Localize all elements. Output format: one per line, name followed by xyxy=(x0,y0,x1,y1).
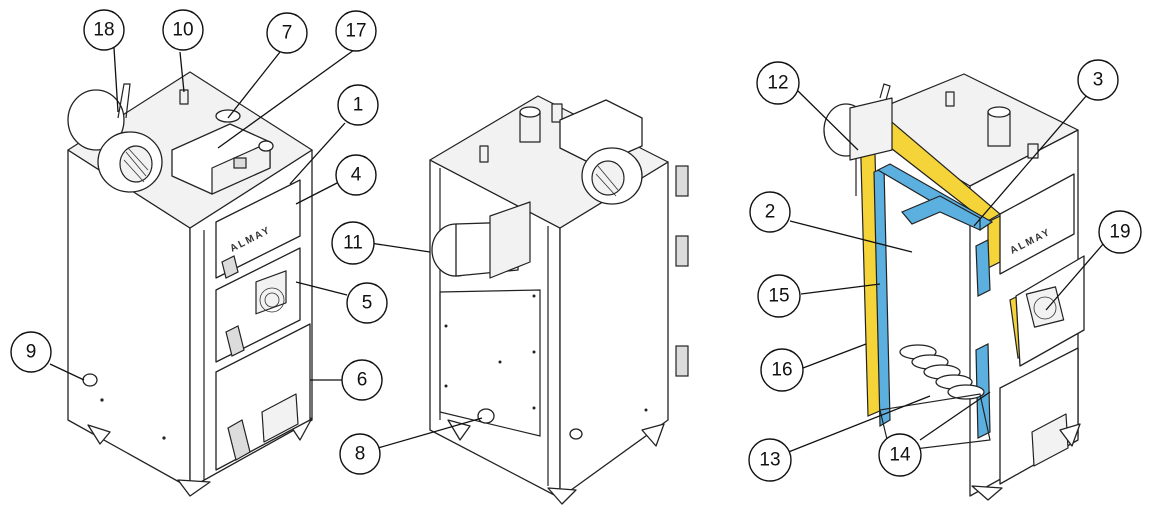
drain-pipe xyxy=(569,428,583,440)
callout-4: 4 xyxy=(335,154,377,196)
callout-8: 8 xyxy=(339,433,381,475)
callout-19: 19 xyxy=(1098,210,1142,254)
svg-text:11: 11 xyxy=(343,233,363,254)
cutaway-pipe-small xyxy=(945,91,955,107)
cutaway-ash-flap xyxy=(1031,413,1069,467)
callout-16: 16 xyxy=(760,348,804,392)
lower-door-handle xyxy=(227,419,251,461)
callout-18: 18 xyxy=(83,9,125,51)
rear-leg-right xyxy=(641,423,665,447)
callout-9: 9 xyxy=(10,331,52,373)
flue-box xyxy=(489,201,531,279)
svg-text:16: 16 xyxy=(771,360,792,381)
flow-outlet xyxy=(258,140,274,152)
rear-leg-left xyxy=(447,419,471,441)
svg-text:19: 19 xyxy=(1109,222,1130,243)
callout-3: 3 xyxy=(1077,59,1119,101)
svg-text:17: 17 xyxy=(345,21,366,42)
svg-text:10: 10 xyxy=(172,20,193,41)
svg-text:9: 9 xyxy=(26,342,37,363)
leg-left xyxy=(87,424,111,445)
svg-text:8: 8 xyxy=(355,444,366,465)
middle-door-handle xyxy=(225,325,245,357)
callout-12: 12 xyxy=(756,61,800,105)
cutaway-leg xyxy=(971,485,1003,501)
svg-text:1: 1 xyxy=(353,95,364,116)
rear-handle-1 xyxy=(675,165,689,197)
callout-5: 5 xyxy=(346,282,388,324)
callout-14: 14 xyxy=(878,433,922,477)
leg-front xyxy=(177,479,211,497)
controller-display xyxy=(233,157,247,169)
rear-pipe-left xyxy=(479,145,489,163)
cutaway-pipe-right xyxy=(1027,143,1039,159)
blower-housing xyxy=(67,89,125,151)
safety-pipe xyxy=(117,83,131,119)
boiler-cutaway-view: ALMAY xyxy=(823,73,1085,501)
return-pipe-8 xyxy=(477,408,495,424)
callout-17: 17 xyxy=(335,10,377,52)
callout-15: 15 xyxy=(757,274,801,318)
cutaway-fan-grille-icon xyxy=(1025,286,1065,328)
water-jacket-baffle xyxy=(901,195,981,231)
upper-door-handle xyxy=(221,255,239,279)
svg-text:7: 7 xyxy=(282,23,293,44)
rear-cleaning-plate xyxy=(439,289,541,437)
cutaway-upper-door xyxy=(999,173,1075,275)
callout-2: 2 xyxy=(749,191,791,233)
callout-6: 6 xyxy=(341,359,383,401)
callout-11: 11 xyxy=(331,221,375,265)
svg-text:3: 3 xyxy=(1093,70,1104,91)
svg-text:6: 6 xyxy=(357,370,368,391)
boiler-front-view: ALMAY xyxy=(67,71,313,497)
return-pipe-9 xyxy=(82,373,98,387)
callout-7: 7 xyxy=(266,12,308,54)
svg-text:12: 12 xyxy=(767,73,788,94)
callout-1: 1 xyxy=(337,84,379,126)
svg-text:13: 13 xyxy=(759,450,780,471)
leader-lines xyxy=(49,47,1105,454)
boiler-rear-view xyxy=(429,95,689,505)
rear-handle-2 xyxy=(675,235,689,267)
grate-bars xyxy=(899,344,985,400)
water-jacket-front-upper xyxy=(975,239,991,297)
rear-pipe-small xyxy=(551,103,563,123)
flue-outlet xyxy=(215,109,241,123)
callout-10: 10 xyxy=(162,9,204,51)
svg-text:2: 2 xyxy=(765,202,776,223)
callout-13: 13 xyxy=(748,438,792,482)
svg-text:18: 18 xyxy=(93,20,114,41)
rear-handle-3 xyxy=(675,345,689,377)
middle-fan-icon xyxy=(259,287,285,313)
cutaway-leg-right xyxy=(1059,423,1081,447)
svg-text:15: 15 xyxy=(768,286,789,307)
pipe-stub-10 xyxy=(179,89,189,105)
upper-door xyxy=(215,179,301,279)
ash-door-flap xyxy=(261,393,299,443)
svg-text:4: 4 xyxy=(351,165,362,186)
cutaway-blower-duct xyxy=(849,97,893,161)
rear-leg-front xyxy=(547,487,577,505)
svg-text:14: 14 xyxy=(889,445,911,466)
svg-text:5: 5 xyxy=(362,293,373,314)
